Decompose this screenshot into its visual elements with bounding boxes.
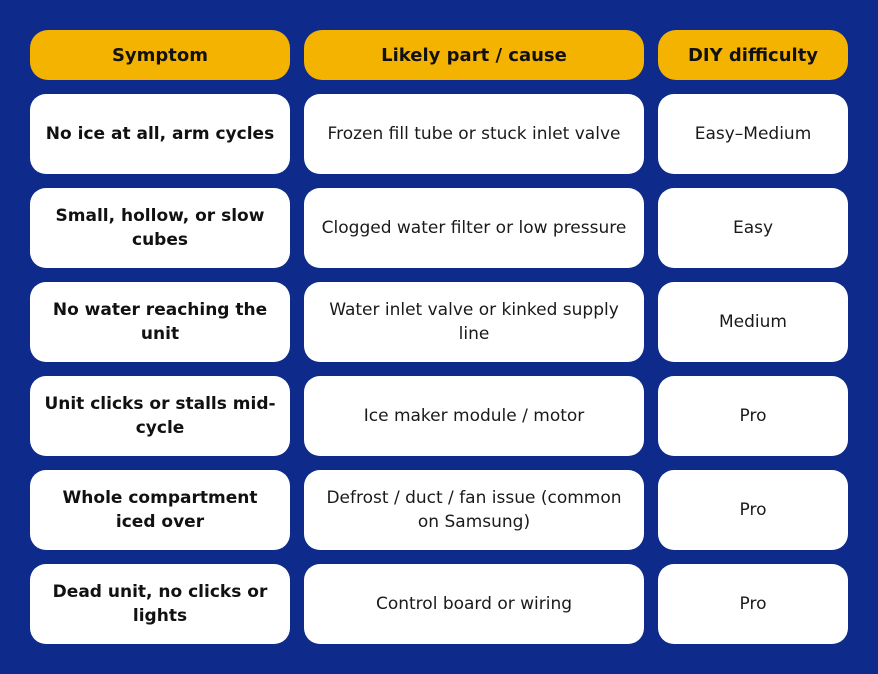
row-3-cause: Water inlet valve or kinked supply line bbox=[304, 282, 644, 362]
row-2-cause: Clogged water filter or low pressure bbox=[304, 188, 644, 268]
row-4-cause: Ice maker module / motor bbox=[304, 376, 644, 456]
header-cause: Likely part / cause bbox=[304, 30, 644, 80]
row-1-symptom: No ice at all, arm cycles bbox=[30, 94, 290, 174]
row-2-difficulty: Easy bbox=[658, 188, 848, 268]
row-6-difficulty: Pro bbox=[658, 564, 848, 644]
row-5-cause: Defrost / duct / fan issue (common on Sa… bbox=[304, 470, 644, 550]
header-symptom: Symptom bbox=[30, 30, 290, 80]
row-3-difficulty: Medium bbox=[658, 282, 848, 362]
row-1-cause: Frozen fill tube or stuck inlet valve bbox=[304, 94, 644, 174]
row-5-symptom: Whole compartment iced over bbox=[30, 470, 290, 550]
header-difficulty: DIY difficulty bbox=[658, 30, 848, 80]
row-4-difficulty: Pro bbox=[658, 376, 848, 456]
troubleshooting-table: Symptom Likely part / cause DIY difficul… bbox=[30, 30, 848, 644]
row-6-symptom: Dead unit, no clicks or lights bbox=[30, 564, 290, 644]
row-2-symptom: Small, hollow, or slow cubes bbox=[30, 188, 290, 268]
row-4-symptom: Unit clicks or stalls mid-cycle bbox=[30, 376, 290, 456]
row-1-difficulty: Easy–Medium bbox=[658, 94, 848, 174]
row-3-symptom: No water reaching the unit bbox=[30, 282, 290, 362]
row-6-cause: Control board or wiring bbox=[304, 564, 644, 644]
row-5-difficulty: Pro bbox=[658, 470, 848, 550]
